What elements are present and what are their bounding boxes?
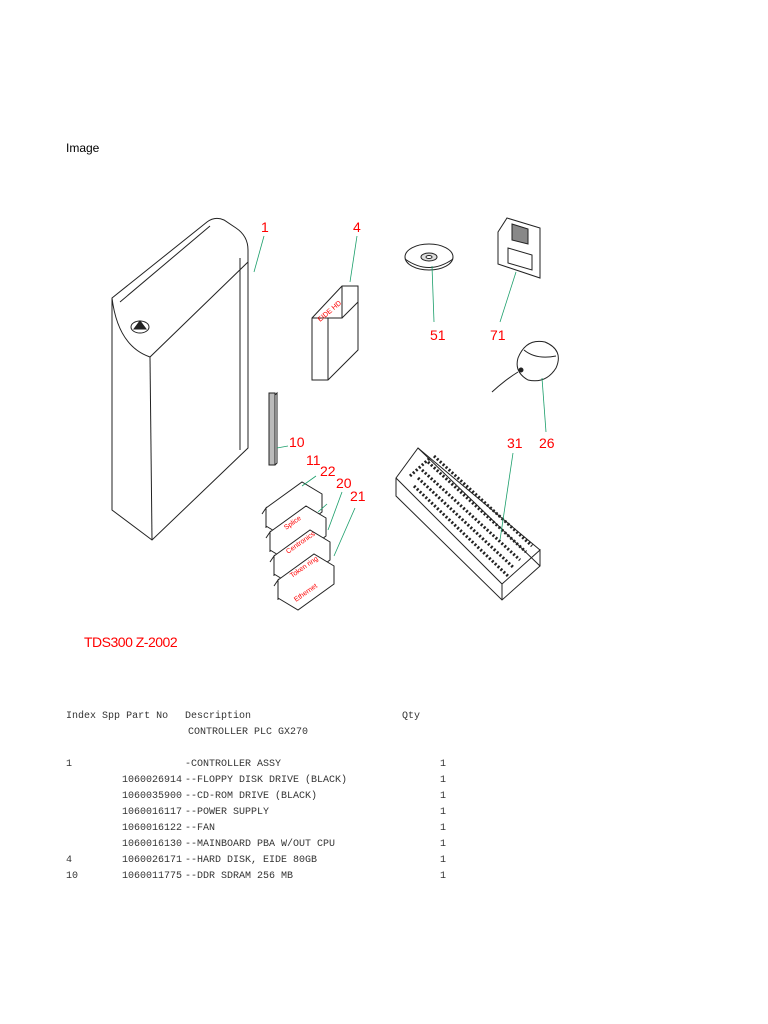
row-qty: 1 [439,759,446,770]
row-description: --MAINBOARD PBA W/OUT CPU [185,839,336,850]
row-qty: 1 [439,855,446,866]
callout-numbers: 1 4 51 71 10 26 31 11 22 20 21 [261,219,555,504]
leader-lines [253,235,547,557]
row-index: 1 [66,759,73,770]
section-label: Image [66,141,100,155]
table-row: 1060035900--CD-ROM DRIVE (BLACK) 1 [66,789,446,805]
row-description: --POWER SUPPLY [185,807,270,818]
row-part-no: 1060011775 [122,871,183,882]
row-description: --FLOPPY DISK DRIVE (BLACK) [185,775,348,786]
callout-22: 22 [320,463,336,479]
row-index: 10 [66,871,79,882]
row-part-no: 1060026914 [122,775,183,786]
callout-26: 26 [539,435,555,451]
header-index: Index [66,711,97,722]
parts-list-title: CONTROLLER PLC GX270 [188,727,309,738]
cd-disc-drawing [404,243,454,271]
exploded-parts-diagram: 1 4 51 71 10 26 31 11 22 20 21 EIDE HD S… [111,217,559,611]
callout-51: 51 [430,327,446,343]
header-qty: Qty [402,711,421,722]
table-row: 1 -CONTROLLER ASSY 1 [66,757,446,773]
figure-caption: TDS300 Z-2002 [84,634,178,650]
row-part-no: 1060016130 [122,839,183,850]
row-description: --DDR SDRAM 256 MB [185,871,294,882]
tower-case-drawing [111,217,249,541]
callout-1: 1 [261,219,269,235]
header-spp: Spp [102,711,121,722]
row-description: --FAN [185,823,216,834]
table-row: 1060016122--FAN 1 [66,821,446,837]
table-row: 10 1060011775--DDR SDRAM 256 MB 1 [66,869,446,885]
header-part-no: Part No [126,711,169,722]
callout-71: 71 [490,327,506,343]
header-index-spp-part: Index Spp Part No [66,709,168,725]
row-qty: 1 [439,839,446,850]
table-row: 4 1060026171--HARD DISK, EIDE 80GB 1 [66,853,446,869]
hard-disk-drawing [311,285,359,381]
parts-list: Index Spp Part No Description Qty CONTRO… [66,709,446,885]
row-index: 4 [66,855,73,866]
parts-list-title-row: CONTROLLER PLC GX270 [66,725,308,741]
floppy-disk-drawing [497,217,541,279]
table-row: 1060016117--POWER SUPPLY 1 [66,805,446,821]
row-qty: 1 [439,871,446,882]
row-qty: 1 [439,807,446,818]
mouse-drawing [491,340,559,393]
row-part-no: 1060016117 [122,807,183,818]
parts-list-header: Index Spp Part No Description Qty [66,709,420,725]
row-qty: 1 [439,823,446,834]
row-description: --HARD DISK, EIDE 80GB [185,855,318,866]
row-description: -CONTROLLER ASSY [185,759,282,770]
callout-31: 31 [507,435,523,451]
keyboard-drawing [395,447,541,601]
row-description: --CD-ROM DRIVE (BLACK) [185,791,318,802]
callout-21: 21 [350,488,366,504]
row-part-no: 1060016122 [122,823,183,834]
row-qty: 1 [439,791,446,802]
header-description: Description [185,711,252,722]
row-qty: 1 [439,775,446,786]
callout-11: 11 [306,452,321,468]
callout-10: 10 [289,434,305,450]
callout-4: 4 [353,219,361,235]
row-part-no: 1060035900 [122,791,183,802]
row-part-no: 1060026171 [122,855,183,866]
callout-20: 20 [336,475,352,491]
ram-module-drawing [268,391,278,466]
expansion-cards-drawing [261,481,335,611]
table-row: 1060016130--MAINBOARD PBA W/OUT CPU 1 [66,837,446,853]
table-row: 1060026914--FLOPPY DISK DRIVE (BLACK) 1 [66,773,446,789]
